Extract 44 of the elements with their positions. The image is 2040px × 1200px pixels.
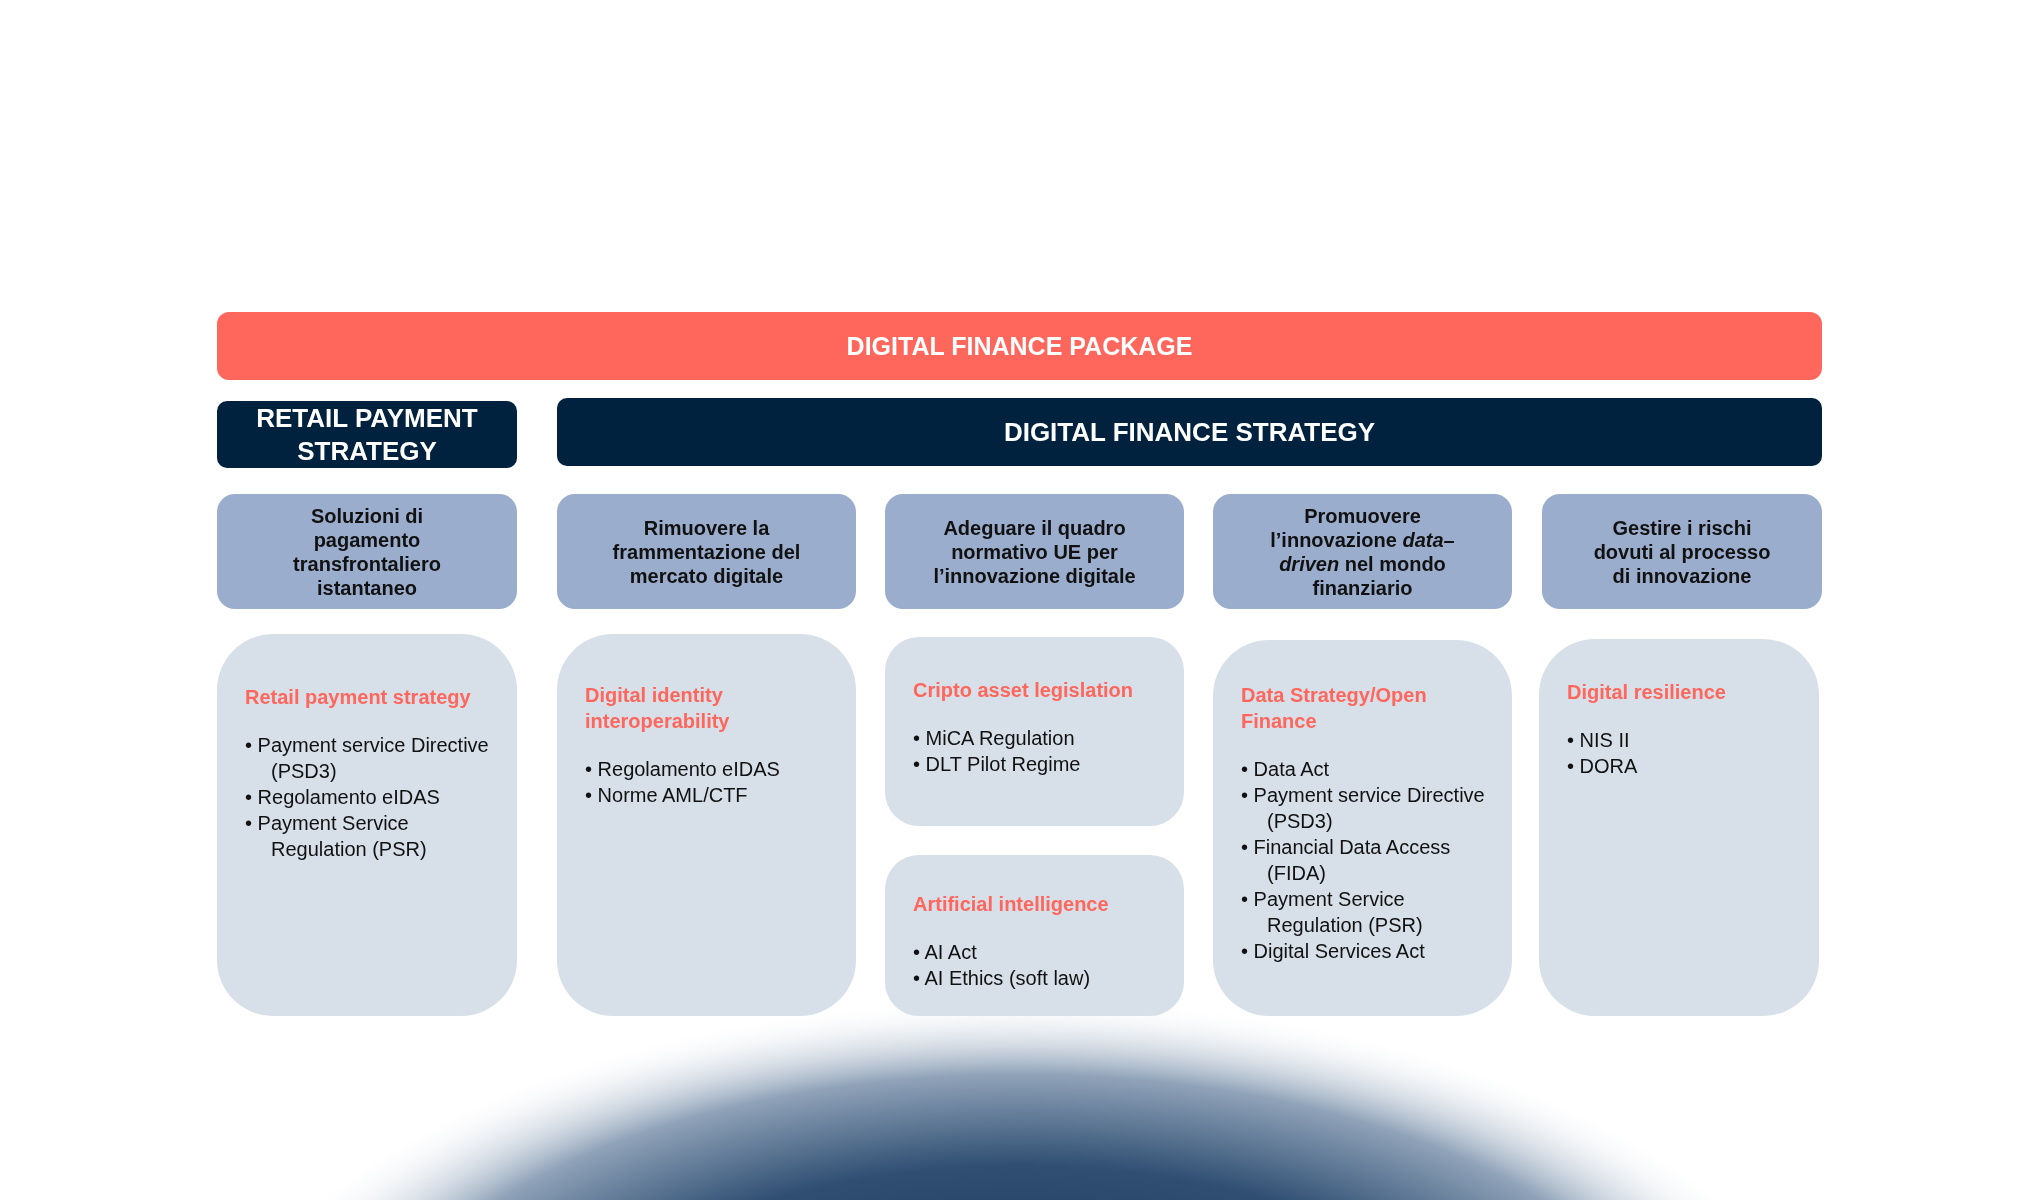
bullet-item: • Regolamento eIDAS [245,785,441,810]
strategy-header [557,398,1822,466]
bullet-item: • Payment service Directive (PSD3) [245,733,490,784]
regulation-card [1539,639,1819,1016]
bullet-item: • Payment Service Regulation (PSR) [245,811,428,862]
objective-text: Adeguare il quadro normativo UE per l’innovazione digitale [932,515,1137,588]
header-text: RETAIL PAYMENT STRATEGY [255,402,479,467]
card-heading: Data Strategy/Open Finance [1241,683,1428,734]
objective-box [1213,494,1512,609]
header-text: DIGITAL FINANCE PACKAGE [846,331,1193,361]
strategy-header [217,401,517,468]
regulation-card [885,637,1184,826]
card-heading: Cripto asset legislation [913,678,1135,703]
bullet-item: • DORA [1567,754,1639,779]
card-heading: Digital resilience [1567,680,1727,705]
objective-box [1542,494,1822,609]
bullet-item: • DLT Pilot Regime [913,752,1082,777]
objective-box [557,494,856,609]
regulation-card [217,634,517,1016]
package-banner [217,312,1822,380]
card-heading: Digital identity interoperability [585,683,731,734]
bullet-item: • Data Act [1241,757,1331,782]
objective-text: Soluzioni di pagamento transfrontaliero istantaneo [292,503,442,600]
bullet-item: • MiCA Regulation [913,726,1076,751]
bullet-item: • Financial Data Access (FIDA) [1241,835,1452,886]
bullet-item: • Payment Service Regulation (PSR) [1241,887,1424,938]
objective-text: Rimuovere la frammentazione del mercato digitale [611,515,802,588]
objective-text: Promuovere l’innovazione data–driven nel mondo finanziario [1269,503,1456,600]
bullet-item: • Norme AML/CTF [585,783,749,808]
header-text: DIGITAL FINANCE STRATEGY [1003,415,1376,449]
regulation-card [1213,640,1512,1016]
objective-box [217,494,517,609]
card-heading: Retail payment strategy [245,685,472,710]
card-heading: Artificial intelligence [913,892,1110,917]
objective-box [885,494,1184,609]
bullet-item: • AI Ethics (soft law) [913,966,1092,991]
regulation-card [885,855,1184,1016]
regulation-card [557,634,856,1016]
bullet-item: • Digital Services Act [1241,939,1426,964]
bullet-item: • Regolamento eIDAS [585,757,781,782]
bullet-item: • AI Act [913,940,978,965]
bullet-item: • Payment service Directive (PSD3) [1241,783,1486,834]
bullet-item: • NIS II [1567,728,1631,753]
objective-text: Gestire i rischi dovuti al processo di innovazione [1592,515,1772,588]
